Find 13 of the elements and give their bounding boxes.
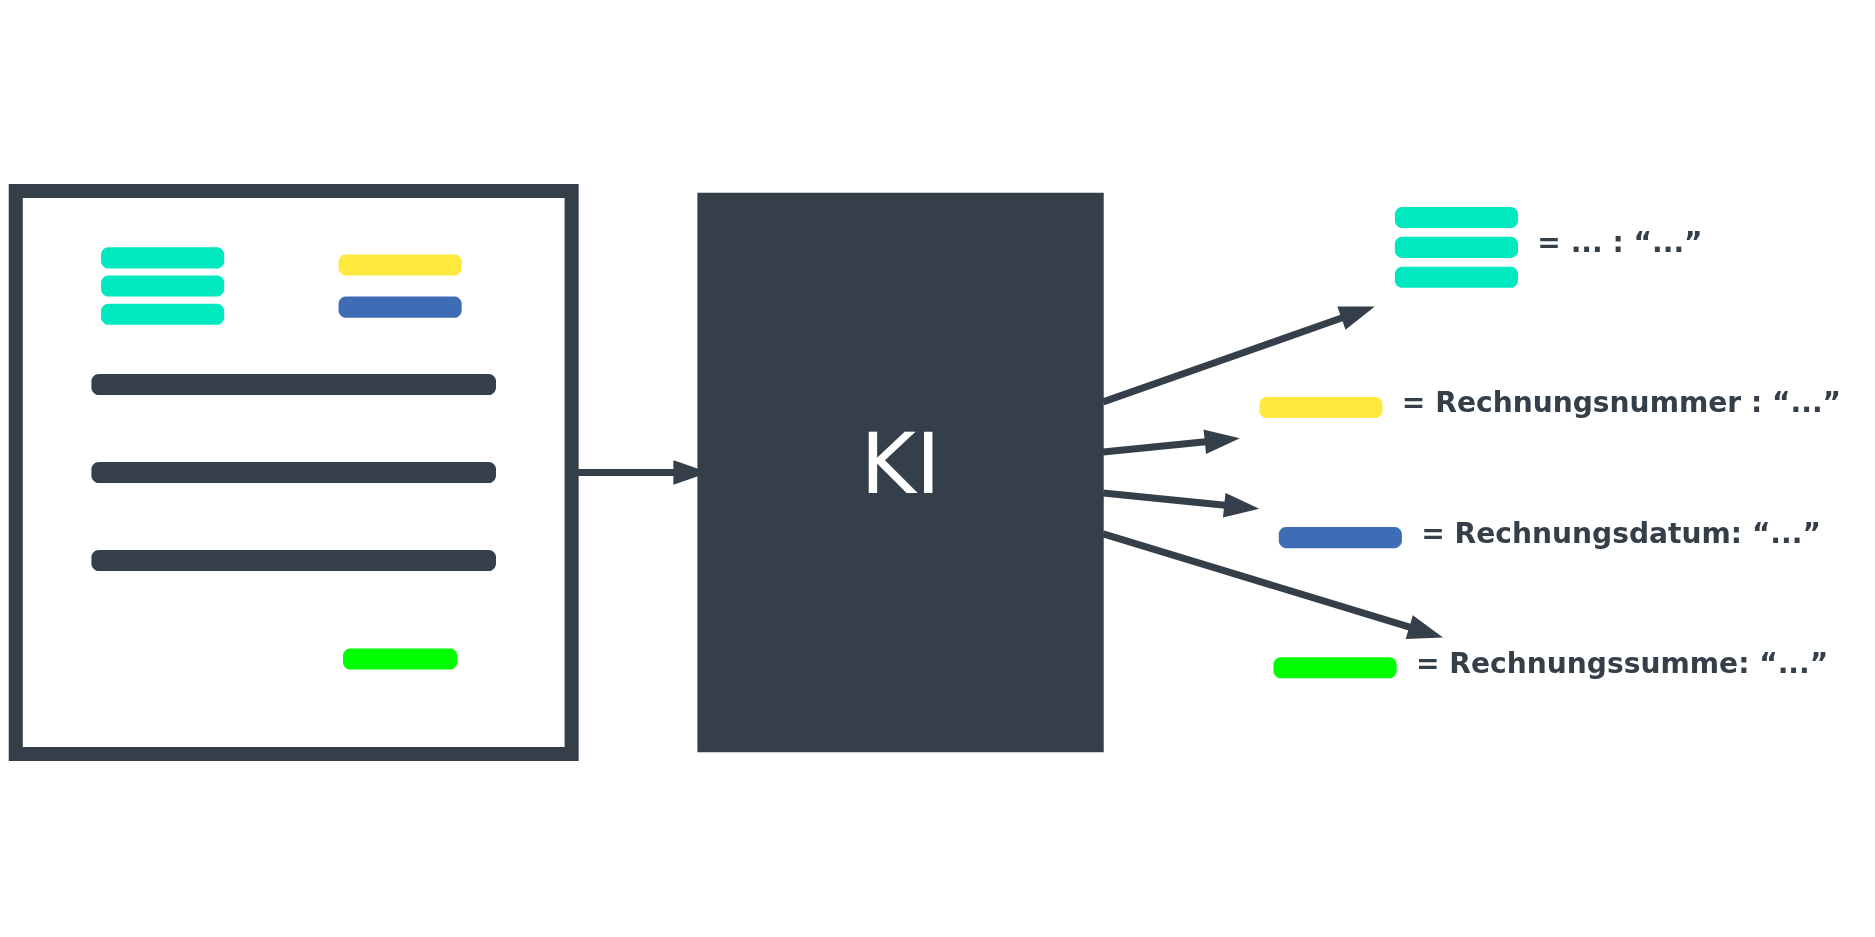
node-label: = Rechnungsnummer : “...” [1401,385,1842,419]
arrow [1102,488,1260,517]
node-box [8,183,579,761]
node-box: KI [697,192,1104,752]
arrow [1102,529,1444,639]
node-bar [1273,656,1397,678]
arrow [1102,305,1375,405]
arrow [1102,429,1240,456]
node-label: = ... : “...” [1537,225,1703,259]
node-label: = Rechnungsdatum: “...” [1421,516,1821,550]
node-bar [1259,396,1383,418]
node-bar [1278,526,1402,548]
node-label: = Rechnungssumme: “...” [1415,646,1829,680]
